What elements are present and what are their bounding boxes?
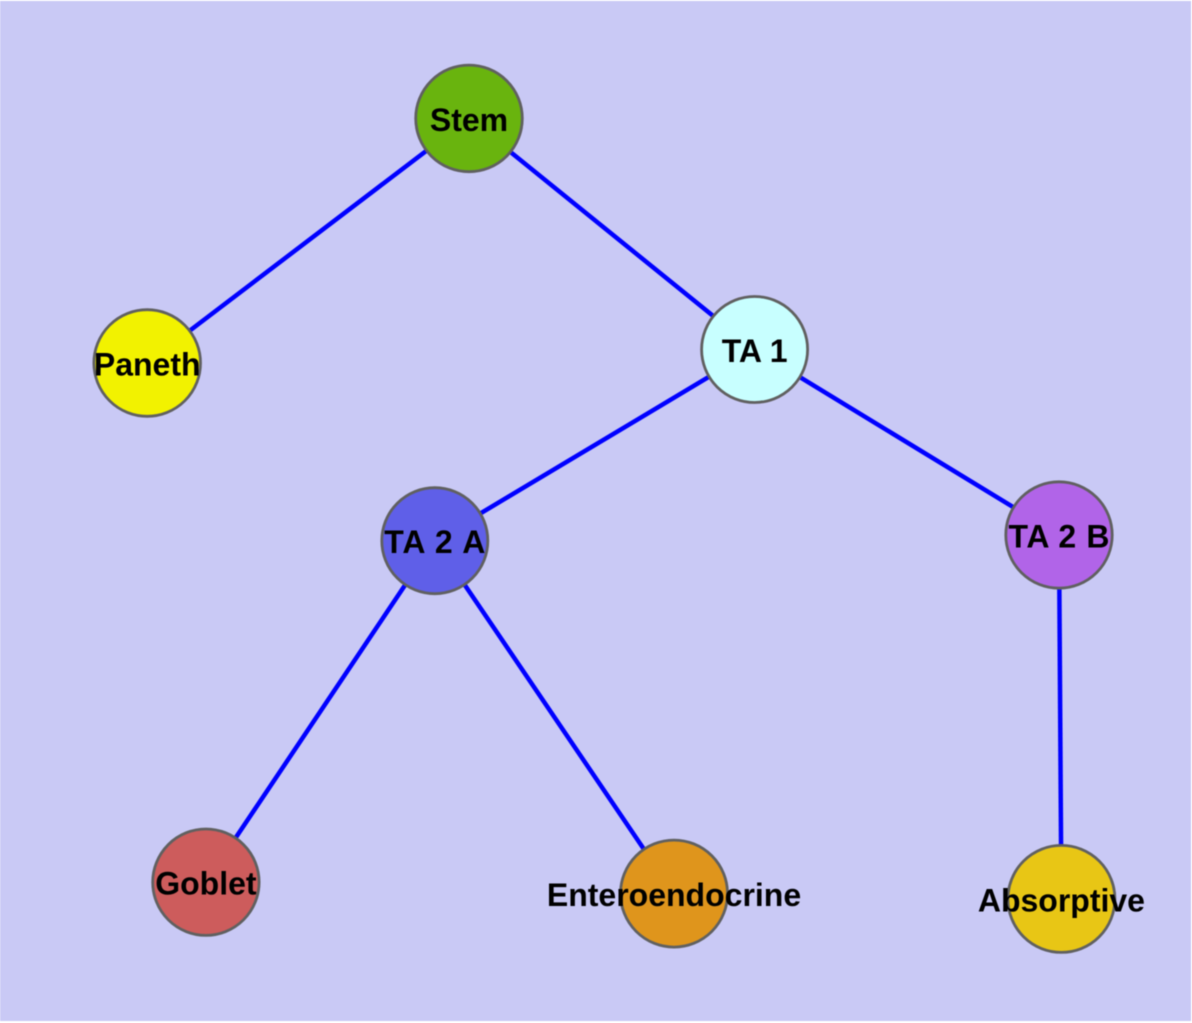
svg-text:TA 2 B: TA 2 B bbox=[1009, 519, 1110, 555]
svg-text:TA 2 A: TA 2 A bbox=[384, 524, 485, 560]
svg-text:TA 1: TA 1 bbox=[722, 333, 788, 369]
svg-text:Goblet: Goblet bbox=[155, 866, 257, 902]
svg-text:Enteroendocrine: Enteroendocrine bbox=[547, 877, 801, 913]
svg-text:Stem: Stem bbox=[430, 102, 508, 138]
svg-text:Paneth: Paneth bbox=[94, 347, 201, 383]
svg-text:Absorptive: Absorptive bbox=[978, 882, 1145, 918]
